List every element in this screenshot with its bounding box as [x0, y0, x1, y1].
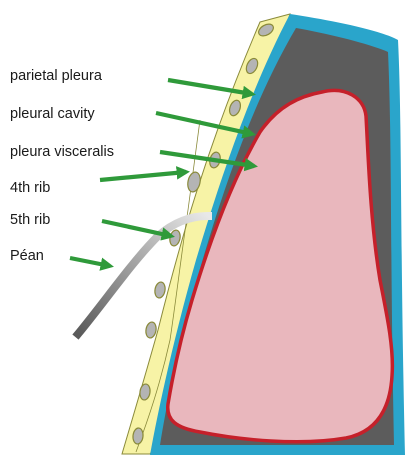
- arrow-4th-rib: [100, 172, 186, 180]
- lung: [168, 90, 393, 441]
- label-4th-rib: 4th rib: [10, 180, 50, 196]
- label-pean: Péan: [10, 248, 44, 264]
- label-pleura-visceralis: pleura visceralis: [10, 144, 114, 160]
- label-parietal-pleura: parietal pleura: [10, 68, 103, 84]
- label-5th-rib: 5th rib: [10, 212, 50, 228]
- arrow-pean: [70, 258, 110, 266]
- label-pleural-cavity: pleural cavity: [10, 106, 95, 122]
- arrow-5th-rib: [102, 221, 171, 236]
